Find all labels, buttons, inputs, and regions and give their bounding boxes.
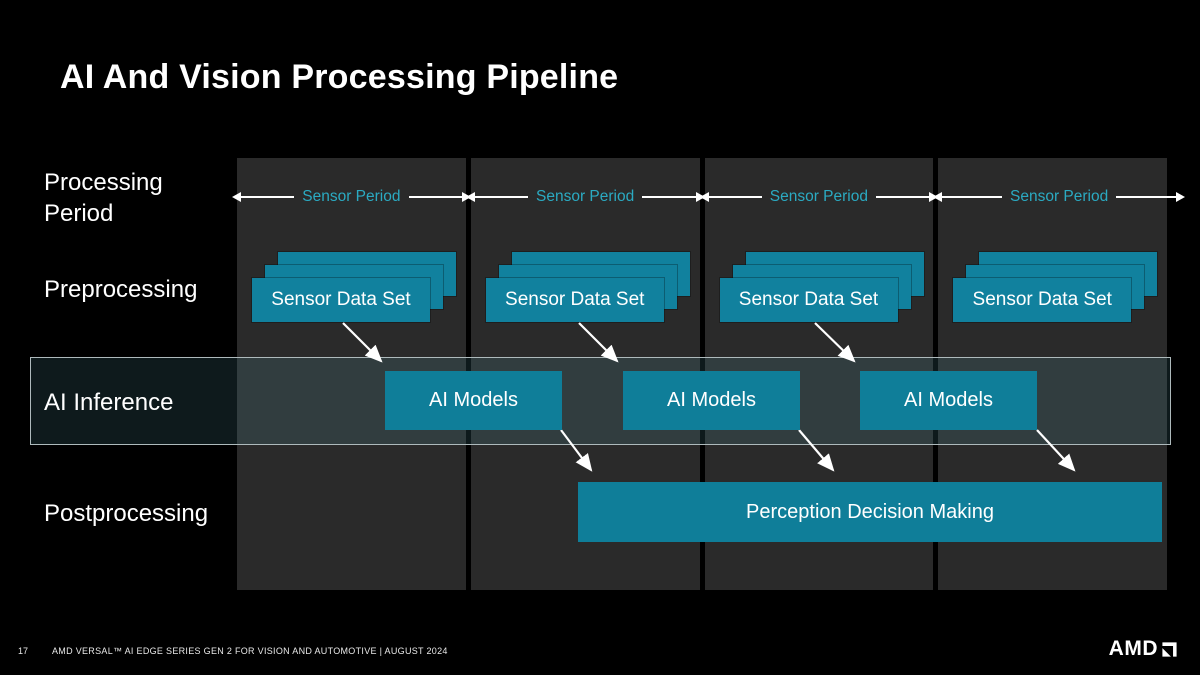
arrow-line: [942, 196, 1003, 198]
sensor-period-label: Sensor Period: [769, 188, 868, 205]
ai-models-box-1: AI Models: [385, 371, 562, 430]
arrow-line: [708, 196, 762, 198]
amd-logo-text: AMD: [1108, 637, 1158, 660]
sensor-data-set-label: Sensor Data Set: [972, 289, 1112, 310]
arrow-line: [474, 196, 529, 198]
sensor-period-arrow-4: Sensor Period: [933, 188, 1186, 206]
ai-models-label: AI Models: [429, 389, 518, 411]
row-label-postprocessing: Postprocessing: [44, 500, 209, 527]
arrow-line: [408, 196, 462, 198]
ai-models-label: AI Models: [904, 389, 993, 411]
arrow-left-icon: [232, 192, 241, 202]
sensor-period-label: Sensor Period: [536, 188, 635, 205]
footer-text: AMD VERSAL™ AI EDGE SERIES GEN 2 FOR VIS…: [52, 646, 448, 656]
sensor-period-arrow-3: Sensor Period: [699, 188, 939, 206]
arrow-line: [876, 196, 930, 198]
slide-footer: 17 AMD VERSAL™ AI EDGE SERIES GEN 2 FOR …: [0, 637, 1200, 663]
arrow-line: [1116, 196, 1177, 198]
arrow-line: [241, 196, 295, 198]
row-label-ai-inference: AI Inference: [44, 389, 174, 416]
row-label-preprocessing: Preprocessing: [44, 276, 198, 303]
arrow-line: [642, 196, 696, 198]
arrow-left-icon: [465, 192, 475, 202]
amd-logo: AMD: [1109, 637, 1178, 661]
sensor-data-set-label: Sensor Data Set: [738, 289, 879, 310]
sensor-data-set-box: Sensor Data Set: [484, 277, 665, 323]
sensor-data-set-box: Sensor Data Set: [952, 277, 1133, 323]
sensor-period-arrow-2: Sensor Period: [465, 188, 705, 206]
page-number: 17: [18, 646, 29, 656]
sensor-data-set-box: Sensor Data Set: [718, 277, 899, 323]
perception-decision-label: Perception Decision Making: [746, 500, 994, 523]
ai-models-box-2: AI Models: [623, 371, 800, 430]
ai-models-box-3: AI Models: [860, 371, 1037, 430]
row-label-processing-period: Processing Period: [44, 169, 163, 228]
arrow-left-icon: [699, 192, 709, 202]
sensor-period-label: Sensor Period: [1010, 188, 1109, 205]
sensor-data-set-label: Sensor Data Set: [271, 289, 411, 310]
sensor-data-set-label: Sensor Data Set: [505, 289, 645, 310]
ai-models-label: AI Models: [667, 389, 756, 411]
sensor-data-set-box: Sensor Data Set: [251, 277, 431, 323]
amd-arrow-icon: [1162, 641, 1177, 657]
perception-decision-box: Perception Decision Making: [578, 482, 1162, 542]
sensor-period-label: Sensor Period: [302, 188, 401, 205]
arrow-right-icon: [1176, 192, 1186, 202]
page-title: AI And Vision Processing Pipeline: [60, 58, 619, 96]
sensor-period-arrow-1: Sensor Period: [232, 188, 471, 206]
arrow-left-icon: [933, 192, 943, 202]
